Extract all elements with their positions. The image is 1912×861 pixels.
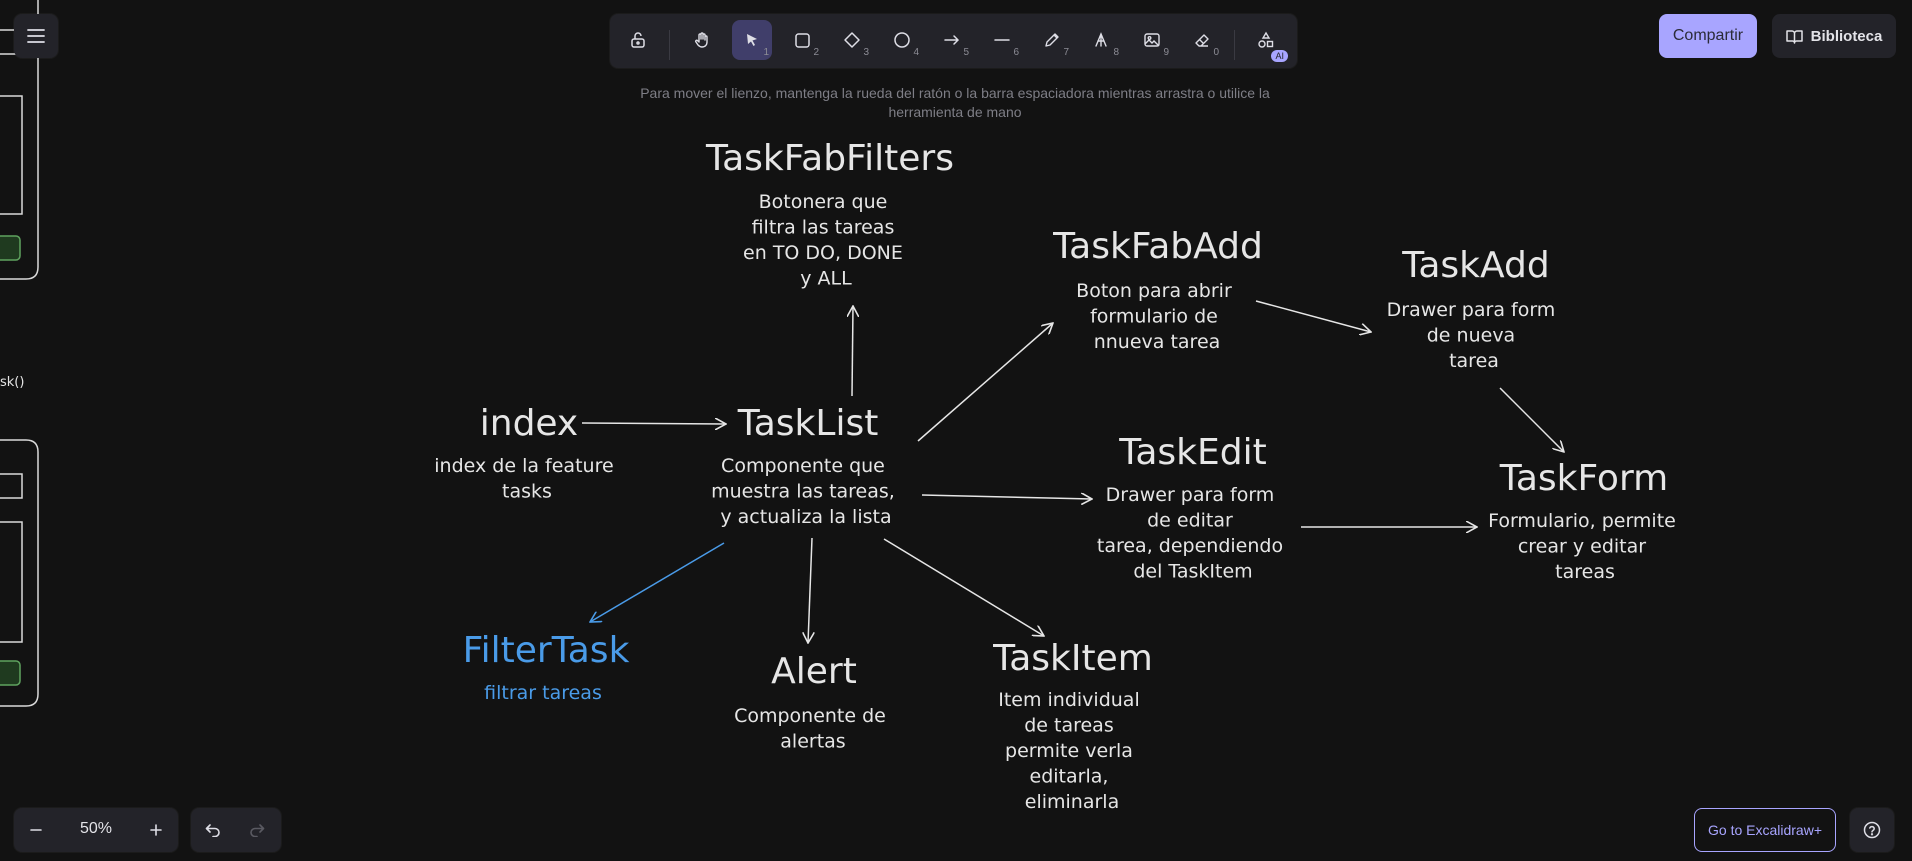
tool-key-2: 2 <box>813 47 819 58</box>
main-menu-button[interactable] <box>14 14 58 58</box>
arrow-tasklist-to-taskfabfilters[interactable] <box>852 306 853 397</box>
node-taskadd-title[interactable]: TaskAdd <box>1401 245 1549 286</box>
arrow-taskfabadd-to-taskadd[interactable] <box>1255 300 1371 332</box>
undo-button[interactable] <box>195 812 231 848</box>
node-taskitem-title[interactable]: TaskItem <box>992 638 1153 679</box>
tool-image[interactable]: 9 <box>1132 20 1172 60</box>
excalidraw-plus-button[interactable]: Go to Excalidraw+ <box>1694 808 1836 852</box>
hand-icon <box>695 32 708 48</box>
arrow-tasklist-to-taskfabadd[interactable] <box>917 323 1053 442</box>
node-taskfabadd-desc[interactable]: Boton para abrir formulario de nnueva ta… <box>1076 280 1238 353</box>
eraser-icon <box>1195 34 1209 47</box>
node-taskadd-desc[interactable]: Drawer para form de nueva tarea <box>1387 299 1562 372</box>
tool-more-shapes[interactable]: AI <box>1246 20 1288 62</box>
diamond-icon <box>844 32 860 48</box>
toolbar-separator <box>1234 30 1235 60</box>
tool-hand[interactable] <box>682 20 722 60</box>
arrow-icon <box>944 35 960 45</box>
book-icon <box>1785 29 1803 44</box>
tool-key-7: 7 <box>1063 47 1069 58</box>
library-label: Biblioteca <box>1810 27 1883 45</box>
tool-key-9: 9 <box>1163 47 1169 58</box>
node-taskfabfilters-title[interactable]: TaskFabFilters <box>705 138 954 179</box>
tool-draw[interactable]: 7 <box>1032 20 1072 60</box>
ai-badge: AI <box>1271 50 1288 62</box>
tool-key-8: 8 <box>1113 47 1119 58</box>
arrow-tasklist-to-alert[interactable] <box>808 537 812 643</box>
pointer-icon <box>747 34 757 46</box>
tool-line[interactable]: 6 <box>982 20 1022 60</box>
arrow-tasklist-to-taskedit[interactable] <box>921 495 1092 499</box>
lock-open-icon <box>631 32 645 48</box>
tool-selection[interactable]: 1 <box>732 20 772 60</box>
zoom-in-button[interactable] <box>138 812 174 848</box>
node-taskform-title[interactable]: TaskForm <box>1499 458 1668 499</box>
node-index-desc[interactable]: index de la feature tasks <box>434 455 619 503</box>
tool-rectangle[interactable]: 2 <box>782 20 822 60</box>
tool-diamond[interactable]: 3 <box>832 20 872 60</box>
tool-text[interactable]: 8 <box>1082 20 1122 60</box>
help-button[interactable] <box>1850 808 1894 852</box>
zoom-level[interactable]: 50% <box>79 820 113 837</box>
zoom-controls: 50% <box>14 808 178 852</box>
node-taskform-desc[interactable]: Formulario, permite crear y editar tarea… <box>1488 510 1682 583</box>
arrow-tasklist-to-filtertask[interactable] <box>590 542 725 622</box>
tool-key-1: 1 <box>763 47 769 58</box>
minus-icon <box>30 829 42 831</box>
tool-key-3: 3 <box>863 47 869 58</box>
redo-icon <box>250 824 265 837</box>
canvas-hint: Para mover el lienzo, mantenga la rueda … <box>640 85 1270 120</box>
node-taskfabfilters-desc[interactable]: Botonera que filtra las tareas en TO DO,… <box>743 191 909 290</box>
plus-icon <box>150 824 162 836</box>
node-tasklist-title[interactable]: TaskList <box>737 403 879 444</box>
main-toolbar: 1 2 3 4 5 6 7 8 9 0 AI <box>610 14 1297 68</box>
tool-arrow[interactable]: 5 <box>932 20 972 60</box>
arrow-tasklist-to-taskitem[interactable] <box>883 538 1044 636</box>
tool-key-4: 4 <box>913 47 919 58</box>
node-index-title[interactable]: index <box>480 403 579 444</box>
image-icon <box>1144 33 1160 47</box>
node-alert-title[interactable]: Alert <box>771 651 857 692</box>
node-filtertask-title[interactable]: FilterTask <box>463 630 630 671</box>
node-tasklist-desc[interactable]: Componente que muestra las tareas, y act… <box>711 455 901 528</box>
tool-eraser[interactable]: 0 <box>1182 20 1222 60</box>
tool-lock[interactable] <box>618 20 658 60</box>
rectangle-icon <box>794 32 810 48</box>
node-filtertask-desc[interactable]: filtrar tareas <box>484 682 602 704</box>
node-taskedit-desc[interactable]: Drawer para form de editar tarea, depend… <box>1097 484 1289 583</box>
node-taskitem-desc[interactable]: Item individual de tareas permite verla … <box>998 689 1146 813</box>
text-icon <box>1095 32 1107 47</box>
share-button[interactable]: Compartir <box>1659 14 1757 58</box>
tool-key-6: 6 <box>1013 47 1019 58</box>
left-frame-bottom[interactable] <box>0 439 39 707</box>
left-fragment-text: sk() <box>0 375 24 390</box>
arrow-index-to-tasklist[interactable] <box>581 423 726 424</box>
shapes-icon <box>1258 31 1274 48</box>
node-taskedit-title[interactable]: TaskEdit <box>1118 432 1266 473</box>
hamburger-icon <box>27 29 45 43</box>
history-controls <box>191 808 281 852</box>
tool-ellipse[interactable]: 4 <box>882 20 922 60</box>
library-button[interactable]: Biblioteca <box>1772 14 1896 58</box>
line-icon <box>994 39 1010 41</box>
pencil-icon <box>1045 33 1059 47</box>
toolbar-separator <box>669 30 670 60</box>
zoom-out-button[interactable] <box>18 812 54 848</box>
redo-button[interactable] <box>239 812 275 848</box>
ellipse-icon <box>894 32 910 48</box>
node-alert-desc[interactable]: Componente de alertas <box>734 705 892 753</box>
arrow-taskadd-to-taskform[interactable] <box>1499 387 1564 452</box>
node-taskfabadd-title[interactable]: TaskFabAdd <box>1052 226 1263 267</box>
tool-key-5: 5 <box>963 47 969 58</box>
undo-icon <box>205 824 220 837</box>
help-icon <box>1863 821 1881 839</box>
tool-key-0: 0 <box>1213 47 1219 58</box>
